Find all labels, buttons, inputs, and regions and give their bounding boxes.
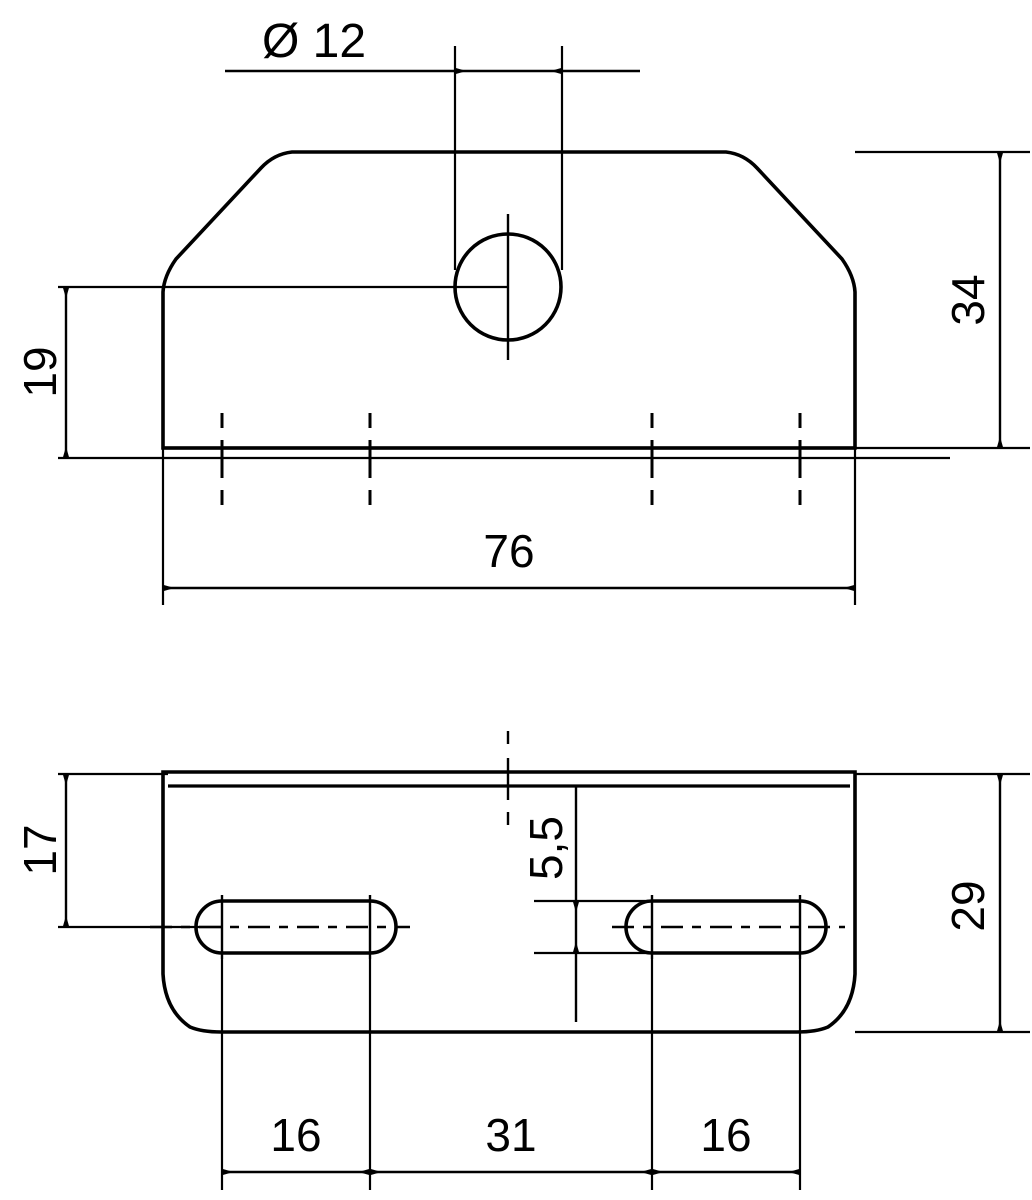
dim-chain-extension-lines <box>220 959 802 1190</box>
dim-label-29: 29 <box>942 880 994 931</box>
slot-center-cross-marks <box>220 895 802 959</box>
dim-label-dia12: Ø 12 <box>262 15 366 68</box>
dim-dia12-extension-lines <box>453 46 564 270</box>
dim-label-31: 31 <box>485 1109 536 1161</box>
front-view-outline <box>161 770 857 1034</box>
dimension-texts: Ø 12 19 34 76 17 29 5,5 16 31 16 <box>14 15 994 1161</box>
dim-label-17: 17 <box>14 824 66 875</box>
dim-label-55: 5,5 <box>520 816 572 880</box>
dim-label-16-right: 16 <box>700 1109 751 1161</box>
dim-55-extension-lines <box>534 899 660 955</box>
dim-17-extension-lines <box>58 772 222 929</box>
top-view-outline <box>161 150 857 450</box>
dim-label-76: 76 <box>483 525 534 577</box>
dim-76-extension-lines <box>161 448 857 605</box>
dim-label-34: 34 <box>942 274 994 325</box>
dim-label-19: 19 <box>14 346 66 397</box>
dim-label-16-left: 16 <box>270 1109 321 1161</box>
dim-19-extension-lines <box>58 285 950 460</box>
